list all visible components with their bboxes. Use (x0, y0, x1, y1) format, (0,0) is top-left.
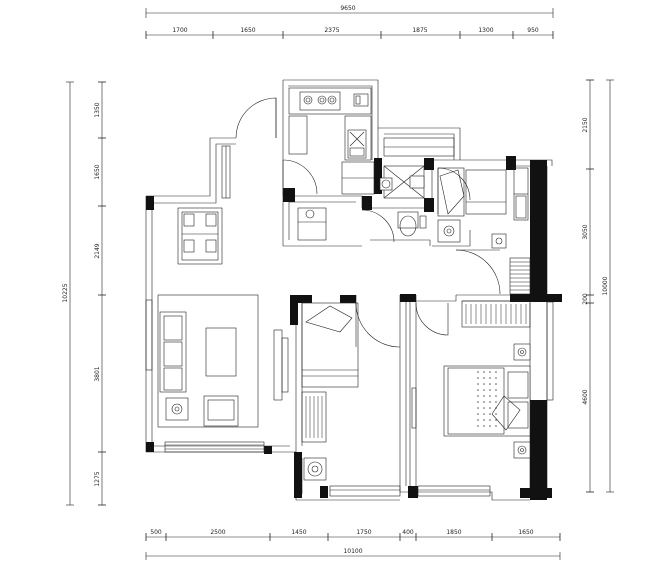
top-dimension-total: 9650 (145, 5, 554, 18)
top-dimension-segments: 1700 1650 2375 1875 1300 950 (145, 27, 554, 39)
right-segment-3: 200 (582, 293, 589, 305)
right-total-label: 10000 (602, 276, 609, 295)
dining-table (177, 207, 223, 265)
solid-walls (146, 156, 562, 500)
top-segment-6: 950 (527, 27, 539, 34)
wardrobe (461, 300, 531, 328)
left-dimension-segments: 1350 1650 2149 3801 1275 (94, 81, 106, 506)
washer-icon (297, 207, 327, 241)
top-segment-2: 1650 (240, 27, 255, 34)
corridor-details (409, 302, 417, 486)
top-segment-4: 1875 (412, 27, 427, 34)
right-segment-4: 4600 (582, 389, 589, 404)
tv-cabinet (273, 329, 283, 401)
right-dimension-segments: 2150 3050 200 4600 (582, 79, 594, 493)
living-room-furniture (157, 294, 289, 428)
left-segment-5: 1275 (94, 471, 101, 486)
left-total-label: 10225 (62, 283, 69, 302)
toilet-icon (397, 211, 419, 229)
top-segment-5: 1300 (478, 27, 493, 34)
bottom-segment-4: 1750 (356, 529, 371, 536)
second-bedroom-furniture (301, 302, 359, 481)
bottom-segment-7: 1650 (518, 529, 533, 536)
coffee-table (205, 327, 237, 377)
left-segment-3: 2149 (94, 243, 101, 258)
bottom-segment-1: 500 (150, 529, 162, 536)
fridge-icon (353, 93, 369, 107)
armchair-icon (203, 395, 239, 427)
right-segment-1: 2150 (582, 117, 589, 132)
washing-machine-icon (303, 457, 327, 481)
left-dimension-total: 10225 (62, 81, 74, 506)
bottom-segment-2: 2500 (210, 529, 225, 536)
top-segment-3: 2375 (324, 27, 339, 34)
doors (235, 97, 501, 348)
bottom-total-label: 10100 (343, 548, 362, 555)
windows (145, 137, 554, 497)
master-bedroom-furniture (443, 300, 531, 459)
right-segment-2: 3050 (582, 224, 589, 239)
right-dimension-total: 10000 (602, 79, 614, 493)
kitchen-fixtures (288, 87, 375, 195)
bottom-segment-5: 400 (402, 529, 414, 536)
left-segment-1: 1350 (94, 102, 101, 117)
top-segment-1: 1700 (172, 27, 187, 34)
bathroom-fixtures (297, 165, 427, 241)
sofa-icon (159, 311, 187, 393)
left-segment-4: 3801 (94, 366, 101, 381)
bottom-dimension-total: 10100 (145, 548, 561, 560)
bottom-dimension-segments: 500 2500 1450 1750 400 1850 1650 (145, 529, 561, 541)
bottom-segment-3: 1450 (291, 529, 306, 536)
sink-icon (347, 129, 367, 159)
double-bed (443, 365, 531, 437)
top-total-label: 9650 (340, 5, 355, 12)
bottom-segment-6: 1850 (446, 529, 461, 536)
left-segment-2: 1650 (94, 164, 101, 179)
utility-area (437, 167, 531, 295)
